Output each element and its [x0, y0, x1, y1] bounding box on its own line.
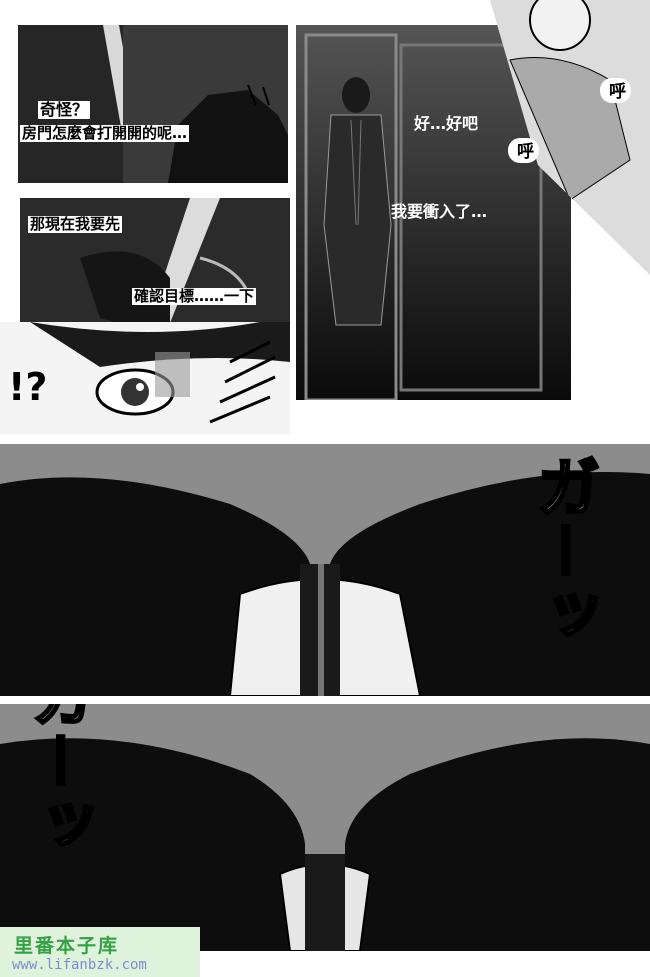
panel-1-line-1: 奇怪？	[38, 100, 91, 120]
panel-4-line-1: 好…好吧	[414, 114, 479, 133]
panel-7: ガ－ッ	[0, 704, 650, 951]
panel-6-art	[0, 444, 650, 696]
watermark-title: 里番本子库	[14, 935, 120, 957]
sfx-breath-1: 呼	[600, 78, 631, 103]
panel-3-art	[0, 322, 290, 434]
sfx-bottom: ガ－ッ	[19, 704, 96, 858]
sfx-top: ガ－ッ	[524, 453, 601, 648]
panel-1-art	[18, 25, 288, 183]
sfx-breath-2: 呼	[508, 138, 539, 163]
panel-3: !?	[0, 322, 290, 434]
panel-6: ガ－ッ	[0, 444, 650, 696]
panel-1: 奇怪？ 房門怎麼會打開開的呢…	[18, 25, 288, 183]
panel-2-line-2: 確認目標……一下	[132, 287, 257, 306]
watermark-url: www.lifanbzk.com	[12, 957, 147, 973]
watermark: 里番本子库 www.lifanbzk.com	[0, 927, 200, 977]
panel-1-line-2: 房門怎麼會打開開的呢…	[20, 124, 190, 143]
panel-2-line-1: 那現在我要先	[28, 215, 123, 234]
panel-4-line-2: 我要衝入了…	[391, 202, 488, 221]
panel-7-art	[0, 704, 650, 951]
panel-3-exclaim: !?	[8, 365, 48, 409]
